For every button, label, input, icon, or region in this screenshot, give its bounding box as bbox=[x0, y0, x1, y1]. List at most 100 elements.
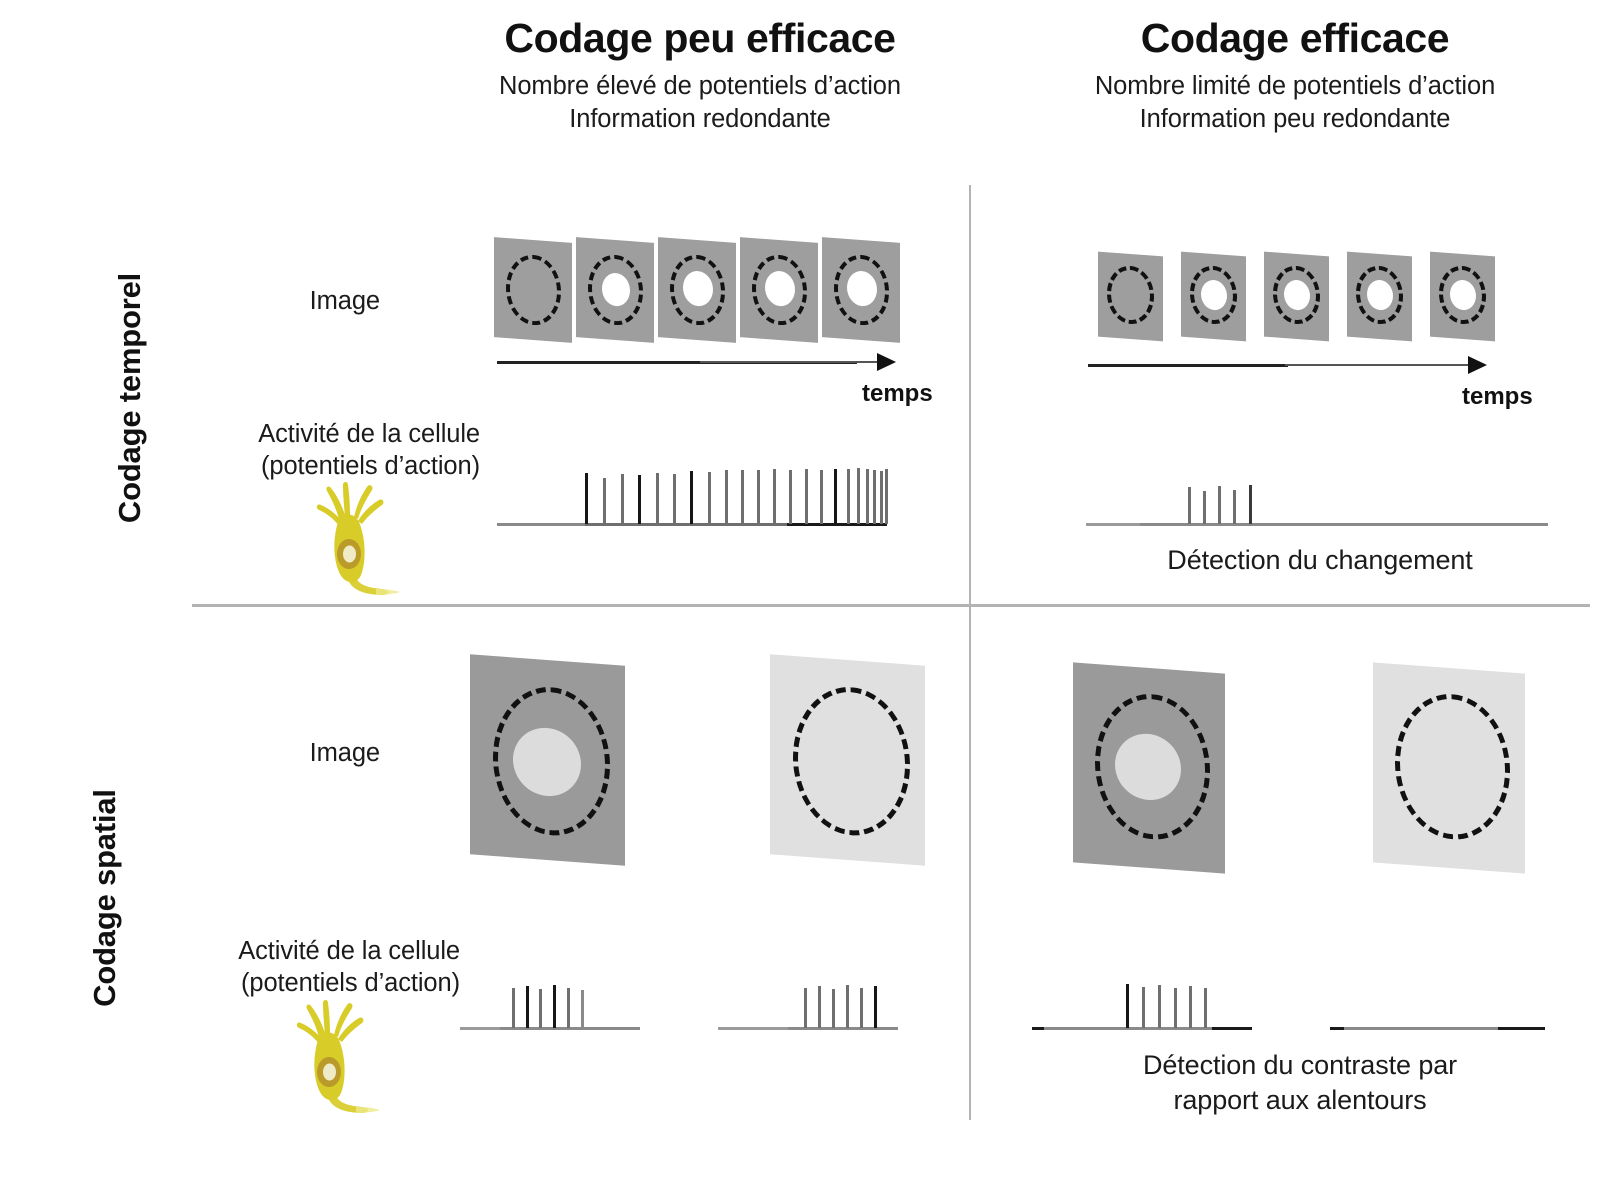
column-header-inefficient: Codage peu efficace Nombre élevé de pote… bbox=[400, 18, 1000, 136]
column-header-efficient: Codage efficace Nombre limité de potenti… bbox=[1000, 18, 1590, 136]
column-subtitle-line2: Information peu redondante bbox=[1139, 105, 1451, 134]
spike bbox=[880, 471, 883, 524]
spike bbox=[834, 469, 837, 524]
dashed-ring bbox=[793, 682, 910, 840]
spike bbox=[804, 988, 807, 1028]
spike bbox=[805, 469, 808, 524]
stimulus-frame bbox=[1347, 251, 1412, 342]
time-axis bbox=[497, 361, 857, 364]
spike bbox=[885, 469, 888, 524]
column-subtitle-efficient: Nombre limité de potentiels d’action Inf… bbox=[1000, 70, 1590, 136]
spike bbox=[638, 475, 641, 524]
spike-train-temporal-inefficient bbox=[497, 468, 888, 526]
spike bbox=[621, 474, 624, 524]
spike bbox=[539, 989, 542, 1028]
spike-baseline-segment bbox=[1498, 1027, 1545, 1030]
caption-line1: Détection du contraste par bbox=[1142, 1050, 1458, 1080]
spike bbox=[1142, 987, 1145, 1028]
time-axis-label: temps bbox=[862, 380, 933, 407]
spike bbox=[1189, 986, 1192, 1028]
time-axis-tail bbox=[1285, 364, 1475, 366]
spike bbox=[553, 985, 556, 1028]
spike-baseline bbox=[1032, 1027, 1252, 1030]
spike bbox=[1174, 988, 1177, 1028]
spike-baseline bbox=[460, 1027, 640, 1030]
arrow-right-icon bbox=[877, 353, 896, 371]
spike-baseline bbox=[1086, 523, 1548, 526]
activity-label-line1: Activité de la cellule bbox=[238, 937, 460, 965]
stimulus-frame bbox=[740, 237, 818, 343]
spike bbox=[741, 470, 744, 524]
spike bbox=[773, 469, 776, 524]
row-header-temporal: Codage temporel bbox=[112, 272, 147, 524]
activity-label-temporal: Activité de la cellule (potentiels d’act… bbox=[150, 418, 480, 483]
spike bbox=[1158, 985, 1161, 1028]
spike bbox=[789, 470, 792, 524]
stimulus-frame bbox=[1098, 251, 1163, 342]
activity-label-line1: Activité de la cellule bbox=[258, 420, 480, 448]
column-title-efficient: Codage efficace bbox=[1140, 15, 1450, 61]
stimulus-frame bbox=[576, 237, 654, 343]
column-title-inefficient: Codage peu efficace bbox=[504, 15, 896, 61]
stimulus-frame bbox=[1181, 251, 1246, 342]
activity-label-line2: (potentiels d’action) bbox=[240, 969, 460, 998]
stimulus-card-light bbox=[1373, 662, 1525, 874]
spike bbox=[585, 473, 588, 524]
spike-baseline-segment bbox=[460, 1027, 500, 1030]
spike bbox=[603, 478, 606, 524]
arrow-right-icon bbox=[1468, 356, 1487, 374]
spike-train-spatial-inefficient-2 bbox=[718, 980, 898, 1030]
spike-baseline bbox=[718, 1027, 898, 1030]
spike bbox=[866, 469, 869, 524]
caption-line2: rapport aux alentours bbox=[1173, 1085, 1427, 1116]
spike bbox=[1204, 988, 1207, 1028]
spike bbox=[708, 472, 711, 524]
caption-detection-contrast: Détection du contraste par rapport aux a… bbox=[1040, 1048, 1560, 1118]
spike bbox=[873, 470, 876, 524]
column-subtitle-line2: Information redondante bbox=[569, 105, 831, 134]
horizontal-divider bbox=[192, 604, 1590, 607]
spike-baseline-segment bbox=[1032, 1027, 1044, 1030]
stimulus-card-dark bbox=[470, 654, 625, 866]
column-subtitle-line1: Nombre limité de potentiels d’action bbox=[1094, 72, 1496, 100]
column-subtitle-line1: Nombre élevé de potentiels d’action bbox=[499, 72, 901, 100]
spike-train-spatial-inefficient-1 bbox=[460, 980, 640, 1030]
stimulus-frame bbox=[658, 237, 736, 343]
spike bbox=[1218, 486, 1221, 524]
spike bbox=[757, 470, 760, 524]
caption-detection-change: Détection du changement bbox=[1167, 545, 1473, 575]
spike bbox=[832, 989, 835, 1028]
dashed-ring bbox=[1107, 264, 1154, 326]
spike bbox=[860, 988, 863, 1028]
spike bbox=[818, 986, 821, 1028]
spike-baseline-segment bbox=[718, 1027, 788, 1030]
column-subtitle-inefficient: Nombre élevé de potentiels d’action Info… bbox=[400, 70, 1000, 136]
spike bbox=[581, 990, 584, 1028]
activity-label-spatial: Activité de la cellule (potentiels d’act… bbox=[120, 935, 460, 1000]
spike-baseline bbox=[1330, 1027, 1545, 1030]
activity-label-line2: (potentiels d’action) bbox=[260, 452, 480, 481]
spike bbox=[820, 470, 823, 524]
stimulus-card-dark bbox=[1073, 662, 1225, 874]
spike-baseline-segment bbox=[1086, 523, 1140, 526]
image-label-spatial: Image bbox=[309, 739, 380, 767]
spike bbox=[526, 986, 529, 1028]
spike-baseline-segment bbox=[1212, 1027, 1252, 1030]
stimulus-frame bbox=[1264, 251, 1329, 342]
stimulus-frame bbox=[494, 237, 572, 343]
spike-baseline-segment bbox=[497, 523, 585, 526]
spike bbox=[673, 474, 676, 524]
spike bbox=[725, 470, 728, 524]
spike bbox=[857, 468, 860, 524]
spike bbox=[1249, 485, 1252, 524]
spike bbox=[1188, 487, 1191, 524]
spike bbox=[1126, 984, 1129, 1028]
spike bbox=[656, 473, 659, 524]
vertical-divider bbox=[969, 185, 971, 1120]
time-axis bbox=[1088, 364, 1288, 367]
spike bbox=[690, 471, 693, 524]
spike-train-spatial-efficient-2 bbox=[1330, 980, 1545, 1030]
stimulus-frame bbox=[822, 237, 900, 343]
spike bbox=[846, 985, 849, 1028]
image-label-temporal: Image bbox=[309, 287, 380, 315]
